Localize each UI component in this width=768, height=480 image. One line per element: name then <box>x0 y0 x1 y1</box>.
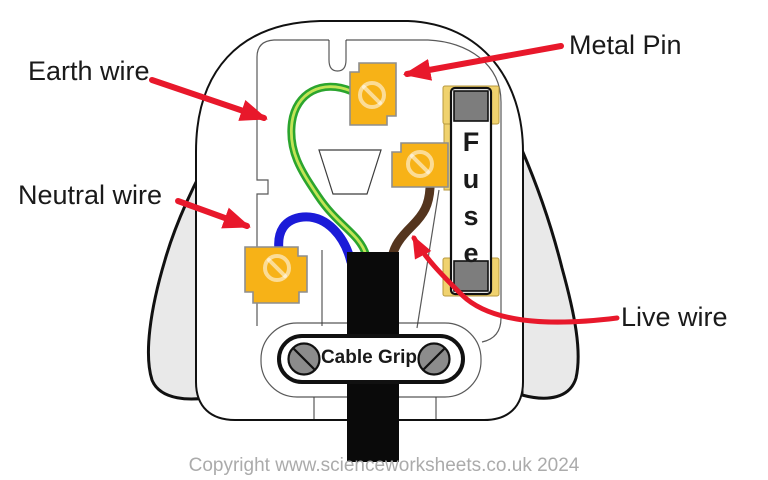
neutral-terminal <box>244 246 308 304</box>
screw-icon <box>358 81 386 109</box>
live-wire <box>387 183 435 263</box>
copyright-text: Copyright www.scienceworksheets.co.uk 20… <box>188 455 580 476</box>
cable-grip-bar <box>277 334 465 384</box>
earth-wire-label: Earth wire <box>28 56 150 86</box>
right-wing <box>520 149 580 400</box>
earth-terminal <box>349 62 397 126</box>
plug-body <box>195 20 524 421</box>
earth-arrow <box>149 77 268 121</box>
screw-icon <box>406 150 434 178</box>
screw-icon <box>417 342 451 376</box>
neutral-wire <box>274 212 356 267</box>
live-arrow <box>411 234 620 325</box>
inner-outline-top-right <box>346 39 502 343</box>
live-terminal <box>391 142 449 188</box>
screw-icon <box>287 342 321 376</box>
neutral-wire-label: Neutral wire <box>18 180 163 210</box>
metal-pin-label: Metal Pin <box>569 30 682 60</box>
earth-wire-stripe <box>289 85 368 257</box>
fuse-body <box>449 86 493 296</box>
cover-screw-boss <box>318 149 382 195</box>
cover-screw-slot <box>328 40 347 72</box>
live-wire-label: Live wire <box>621 302 728 332</box>
metal-pin-arrow <box>402 43 564 81</box>
fuse-cap-top <box>453 90 489 122</box>
screw-icon <box>263 254 291 282</box>
fuse-label: Fuse <box>456 127 486 275</box>
inner-outline-left <box>256 39 329 326</box>
neutral-arrow <box>175 198 251 229</box>
fuse-cap-bottom <box>453 260 489 292</box>
cable-grip-label: Cable Grip <box>320 347 418 368</box>
